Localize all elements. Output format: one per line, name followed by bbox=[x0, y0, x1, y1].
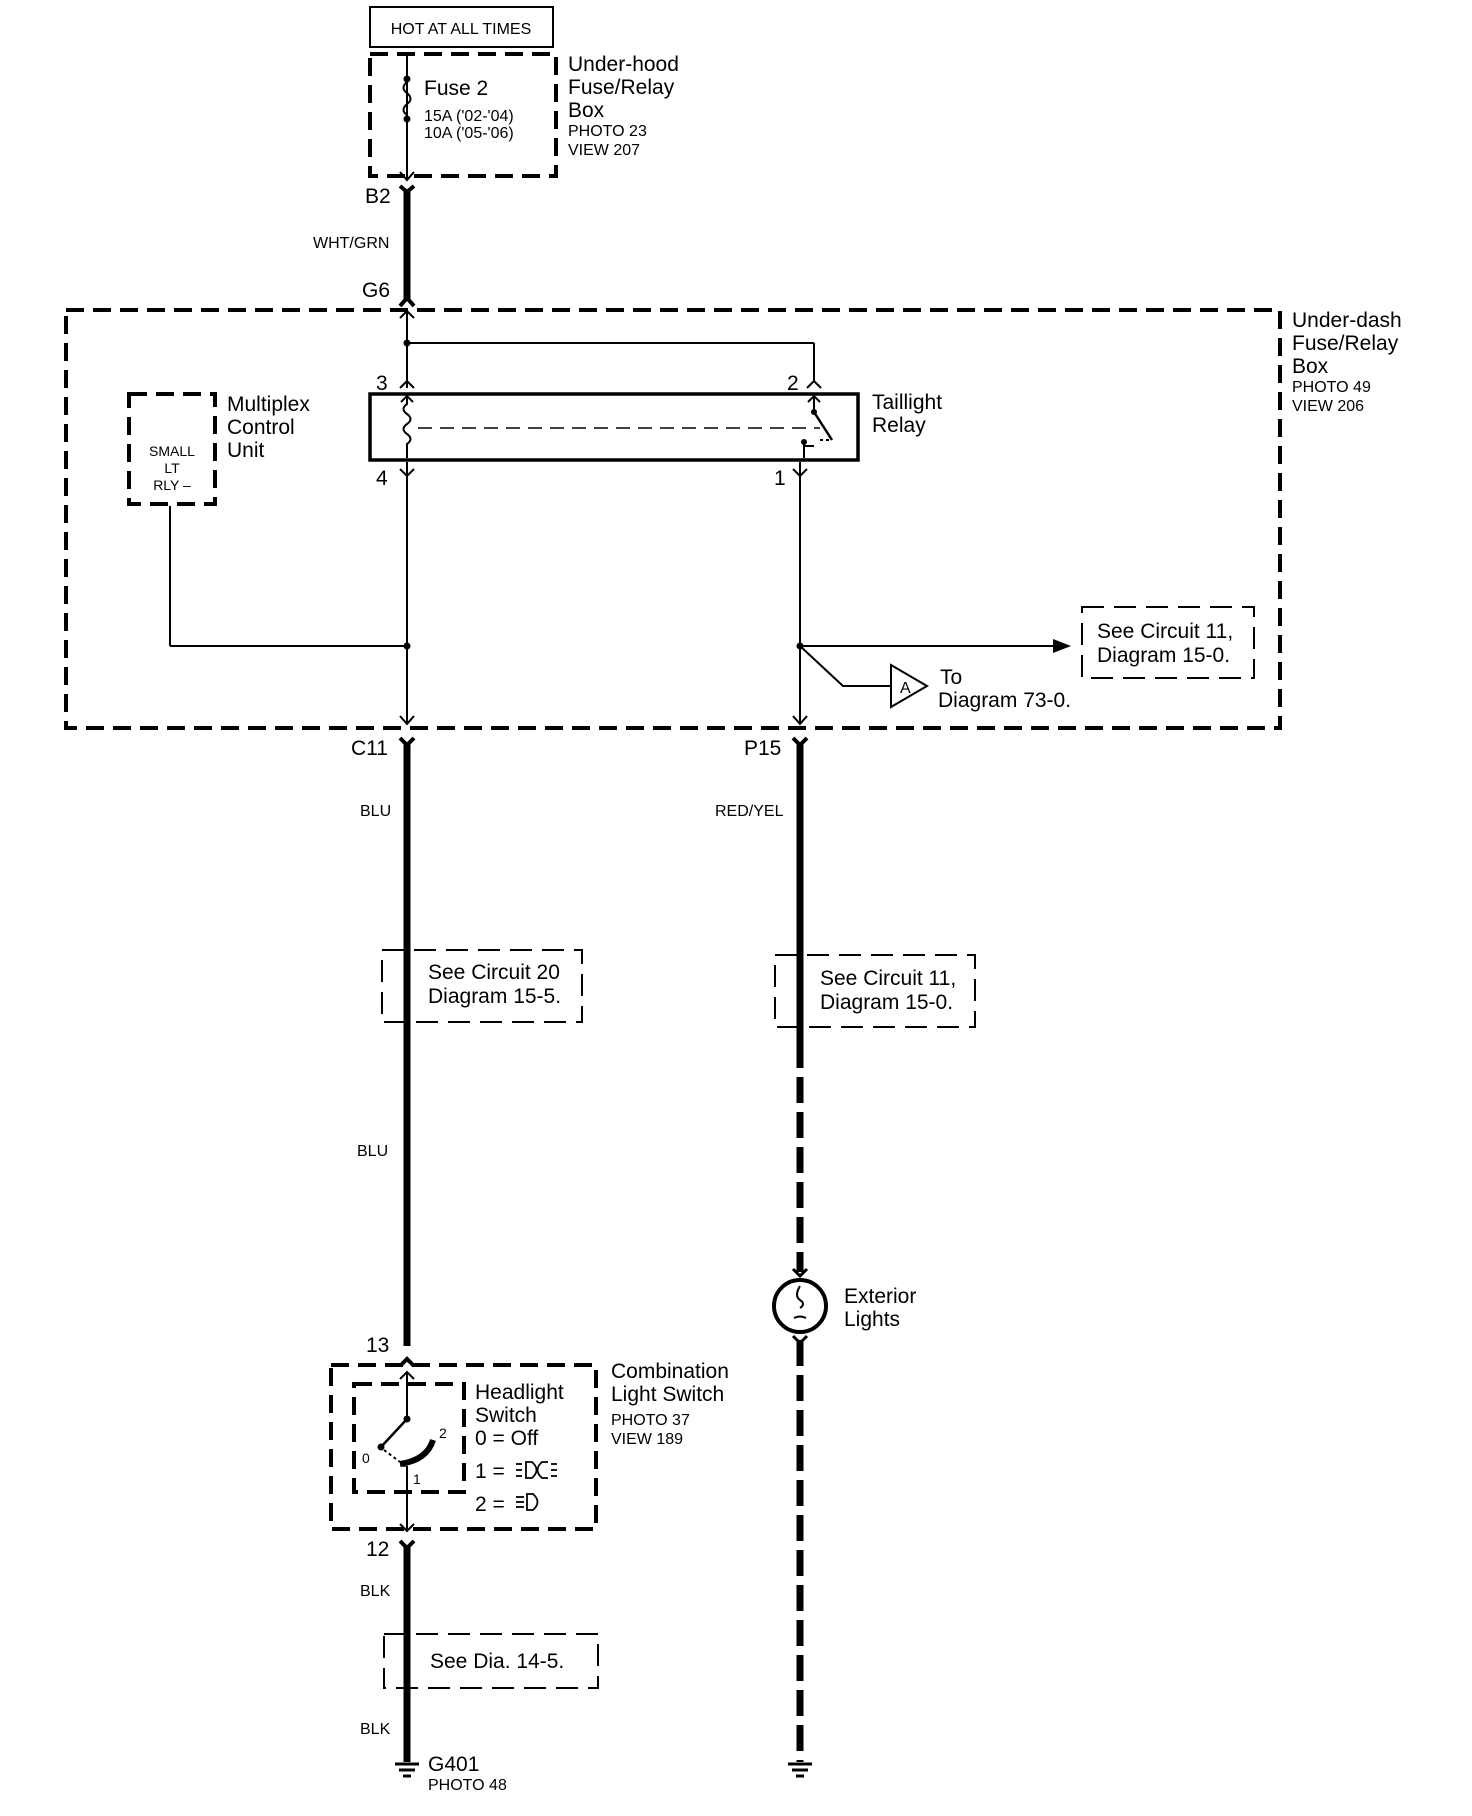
switch-pos-1: 1 bbox=[413, 1471, 421, 1487]
fuse-2-label: Fuse 2 bbox=[424, 77, 488, 100]
fuse-rating-2: 10A ('05-'06) bbox=[424, 125, 514, 142]
switch-pin-13: 13 bbox=[366, 1334, 389, 1357]
relay-title-2: Relay bbox=[872, 414, 926, 437]
exterior-lights-title-2: Lights bbox=[844, 1308, 900, 1331]
wire-label-blu-1: BLU bbox=[360, 803, 391, 820]
headlight-title-2: Switch bbox=[475, 1404, 537, 1427]
see-circuit-11-top-1: See Circuit 11, bbox=[1097, 620, 1233, 643]
switch-pos-0: 0 bbox=[362, 1450, 370, 1466]
multiplex-control-unit bbox=[127, 392, 217, 506]
headlight-icon bbox=[516, 1493, 539, 1511]
headlight-pos-2: 2 = bbox=[475, 1493, 505, 1516]
relay-coil bbox=[402, 396, 412, 458]
headlight-title-1: Headlight bbox=[475, 1381, 564, 1404]
underdash-photo: PHOTO 49 bbox=[1292, 379, 1371, 396]
arrow-to-circuit-11 bbox=[1053, 639, 1071, 653]
taillight-relay bbox=[368, 392, 860, 462]
underdash-title-1: Under-dash bbox=[1292, 309, 1402, 332]
hot-at-all-times-label: HOT AT ALL TIMES bbox=[391, 21, 532, 38]
underhood-fuse-box bbox=[368, 52, 558, 178]
switch-pos-2: 2 bbox=[439, 1425, 447, 1441]
connector-p15: P15 bbox=[744, 737, 781, 760]
see-circuit-20-2: Diagram 15-5. bbox=[428, 985, 561, 1008]
wire-label-red-yel: RED/YEL bbox=[715, 803, 784, 820]
combination-photo: PHOTO 37 bbox=[611, 1412, 690, 1429]
underdash-title-2: Fuse/Relay bbox=[1292, 332, 1399, 355]
ground-symbol-right bbox=[788, 1762, 812, 1778]
see-circuit-11-top-box bbox=[1081, 606, 1255, 679]
ground-g401: G401 bbox=[428, 1753, 479, 1776]
connector-g6: G6 bbox=[362, 279, 390, 302]
relay-pin-3: 3 bbox=[376, 372, 388, 395]
ground-photo: PHOTO 48 bbox=[428, 1777, 507, 1794]
to-diagram-2: Diagram 73-0. bbox=[938, 689, 1071, 712]
multiplex-inner-2: LT bbox=[164, 460, 180, 476]
combination-title-2: Light Switch bbox=[611, 1383, 724, 1406]
underdash-fuse-box bbox=[64, 308, 1282, 730]
relay-pin-2: 2 bbox=[787, 372, 799, 395]
fuse-2-symbol bbox=[402, 81, 412, 116]
multiplex-inner-1: SMALL bbox=[149, 443, 195, 459]
multiplex-title-3: Unit bbox=[227, 439, 265, 462]
see-dia-14: See Dia. 14-5. bbox=[430, 1650, 564, 1673]
connector-c11: C11 bbox=[351, 737, 388, 760]
underhood-title-2: Fuse/Relay bbox=[568, 76, 675, 99]
underhood-title-1: Under-hood bbox=[568, 53, 679, 76]
headlight-switch bbox=[352, 1382, 466, 1494]
combination-view: VIEW 189 bbox=[611, 1431, 683, 1448]
multiplex-title-2: Control bbox=[227, 416, 295, 439]
to-diagram-1: To bbox=[940, 666, 962, 689]
connector-a-label: A bbox=[900, 680, 911, 697]
switch-pin-12: 12 bbox=[366, 1538, 389, 1561]
headlight-switch-contact bbox=[399, 1438, 436, 1467]
ground-symbol-left bbox=[395, 1762, 419, 1778]
underhood-view: VIEW 207 bbox=[568, 142, 640, 159]
wire-label-blk-2: BLK bbox=[360, 1721, 391, 1738]
relay-contact bbox=[812, 411, 834, 441]
see-circuit-11-top-2: Diagram 15-0. bbox=[1097, 644, 1230, 667]
see-circuit-11-mid-2: Diagram 15-0. bbox=[820, 991, 953, 1014]
see-dia-14-box bbox=[383, 1633, 599, 1689]
exterior-lights-title-1: Exterior bbox=[844, 1285, 916, 1308]
underdash-view: VIEW 206 bbox=[1292, 398, 1364, 415]
see-circuit-11-mid-1: See Circuit 11, bbox=[820, 967, 956, 990]
underhood-photo: PHOTO 23 bbox=[568, 123, 647, 140]
see-circuit-11-mid-box bbox=[774, 954, 976, 1028]
wire-label-blu-2: BLU bbox=[357, 1143, 388, 1160]
multiplex-inner-3: RLY – bbox=[153, 477, 191, 493]
see-circuit-20-box bbox=[381, 949, 583, 1023]
parking-light-icon bbox=[516, 1461, 557, 1479]
multiplex-title-1: Multiplex bbox=[227, 393, 310, 416]
see-circuit-20-1: See Circuit 20 bbox=[428, 961, 560, 984]
connector-a-triangle bbox=[890, 663, 929, 709]
connector-b2: B2 bbox=[365, 185, 391, 208]
wire-label-wht-grn: WHT/GRN bbox=[313, 235, 389, 252]
underdash-title-3: Box bbox=[1292, 355, 1329, 378]
headlight-switch-lever bbox=[380, 1418, 408, 1448]
relay-title-1: Taillight bbox=[872, 391, 942, 414]
exterior-lights-bulb bbox=[772, 1278, 828, 1334]
hot-at-all-times-box bbox=[369, 6, 554, 48]
combination-title-1: Combination bbox=[611, 1360, 729, 1383]
fuse-rating-1: 15A ('02-'04) bbox=[424, 108, 514, 125]
underhood-title-3: Box bbox=[568, 99, 605, 122]
headlight-pos-0: 0 = Off bbox=[475, 1427, 538, 1450]
relay-pin-4: 4 bbox=[376, 467, 388, 490]
relay-pin-1: 1 bbox=[774, 467, 786, 490]
headlight-pos-1: 1 = bbox=[475, 1460, 505, 1483]
wire-label-blk-1: BLK bbox=[360, 1583, 391, 1600]
